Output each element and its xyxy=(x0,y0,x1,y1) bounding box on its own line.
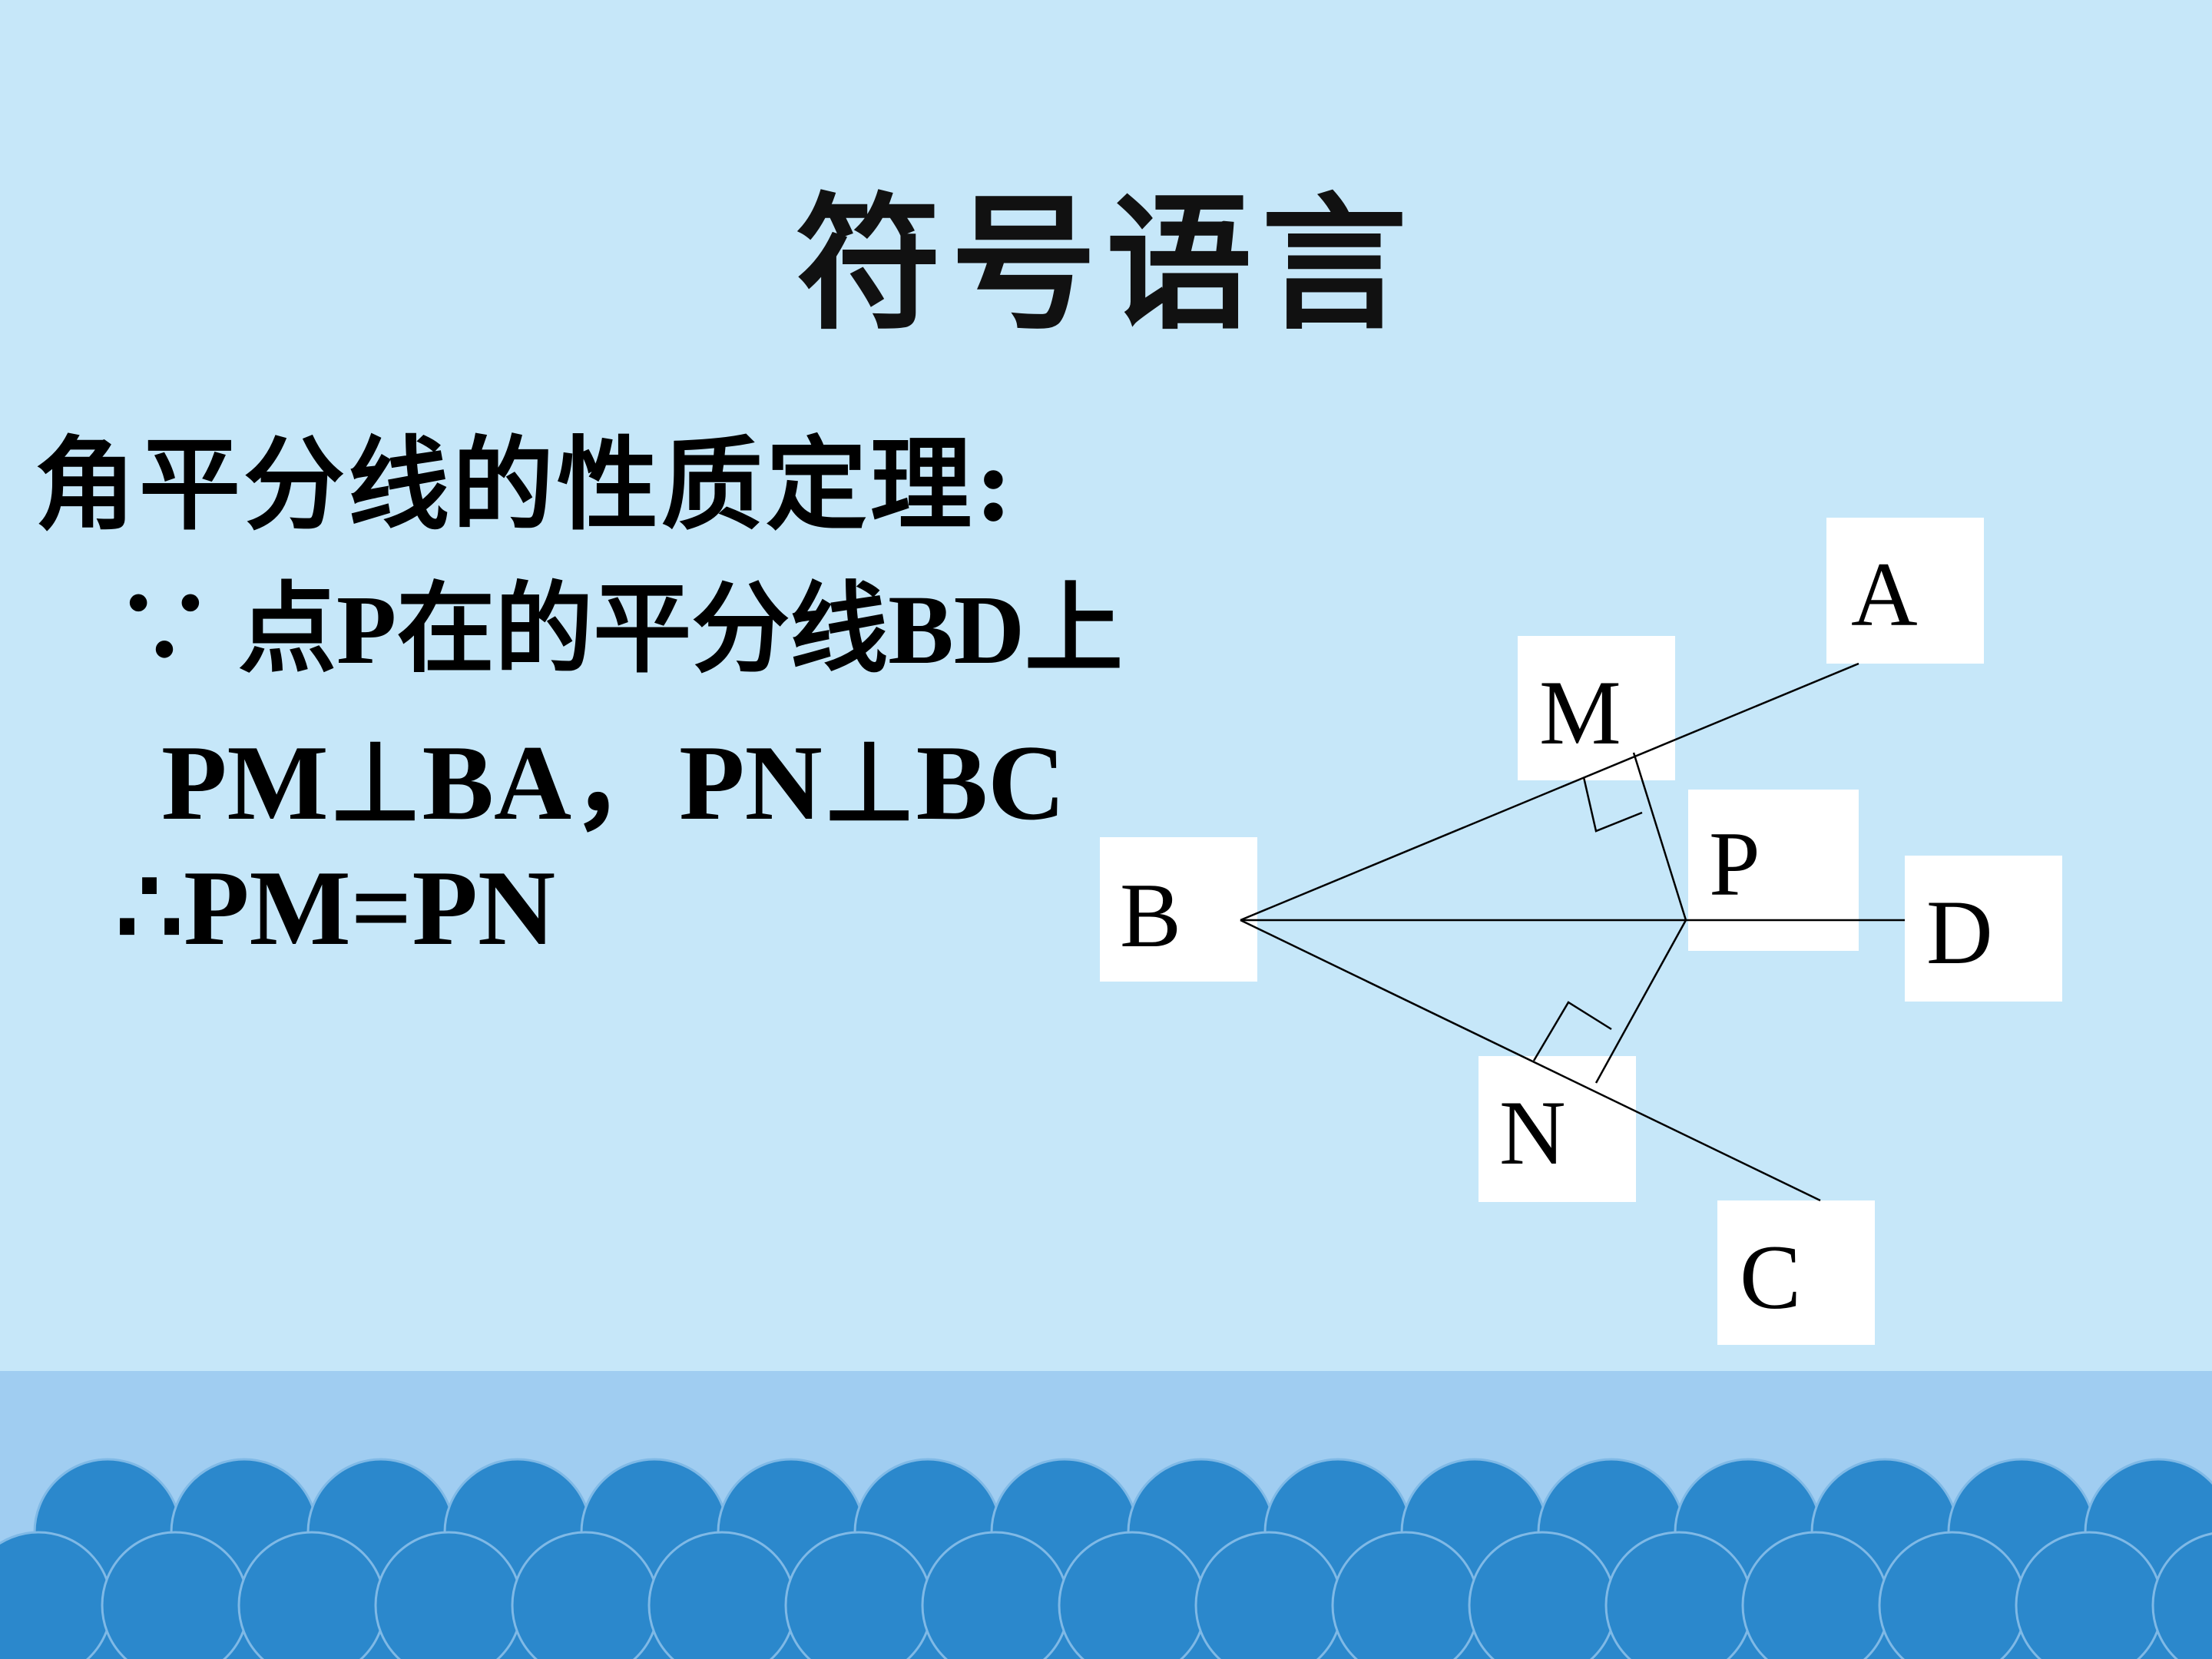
segment-PM xyxy=(1632,752,1687,921)
ray-BC xyxy=(1240,919,1821,1202)
segment-PN xyxy=(1594,919,1687,1084)
label-D: D xyxy=(1926,881,1993,983)
slide-title: 符号语言 xyxy=(795,178,1416,349)
label-M: M xyxy=(1539,661,1621,763)
label-box-D xyxy=(1905,856,2062,1002)
label-box-P xyxy=(1688,790,1859,951)
right-angle-mark-N xyxy=(1532,1001,1612,1061)
label-box-M xyxy=(1518,636,1675,780)
premise-line: ∵ 点P在的平分线BD上 xyxy=(115,575,1124,684)
theorem-heading: 角平分线的性质定理: xyxy=(35,426,1015,545)
label-A: A xyxy=(1851,543,1918,645)
ray-BA xyxy=(1240,662,1859,922)
right-angle-mark-M xyxy=(1582,777,1643,833)
perpendicular-line: PM⊥BA，PN⊥BC xyxy=(161,724,1066,843)
label-box-A xyxy=(1826,518,1984,664)
label-P: P xyxy=(1709,813,1760,915)
label-B: B xyxy=(1120,864,1181,966)
label-N: N xyxy=(1499,1081,1566,1184)
label-box-B xyxy=(1100,837,1257,982)
sea-band xyxy=(0,1371,2212,1659)
wave-scallop xyxy=(2151,1532,2212,1659)
label-box-C xyxy=(1717,1200,1875,1345)
label-box-N xyxy=(1479,1056,1636,1202)
label-C: C xyxy=(1740,1226,1801,1328)
angle-bisector-diagram: A M P B D N C xyxy=(1100,518,2062,1345)
conclusion-line: ∴PM=PN xyxy=(115,849,556,968)
wave-pattern xyxy=(0,1458,2212,1659)
